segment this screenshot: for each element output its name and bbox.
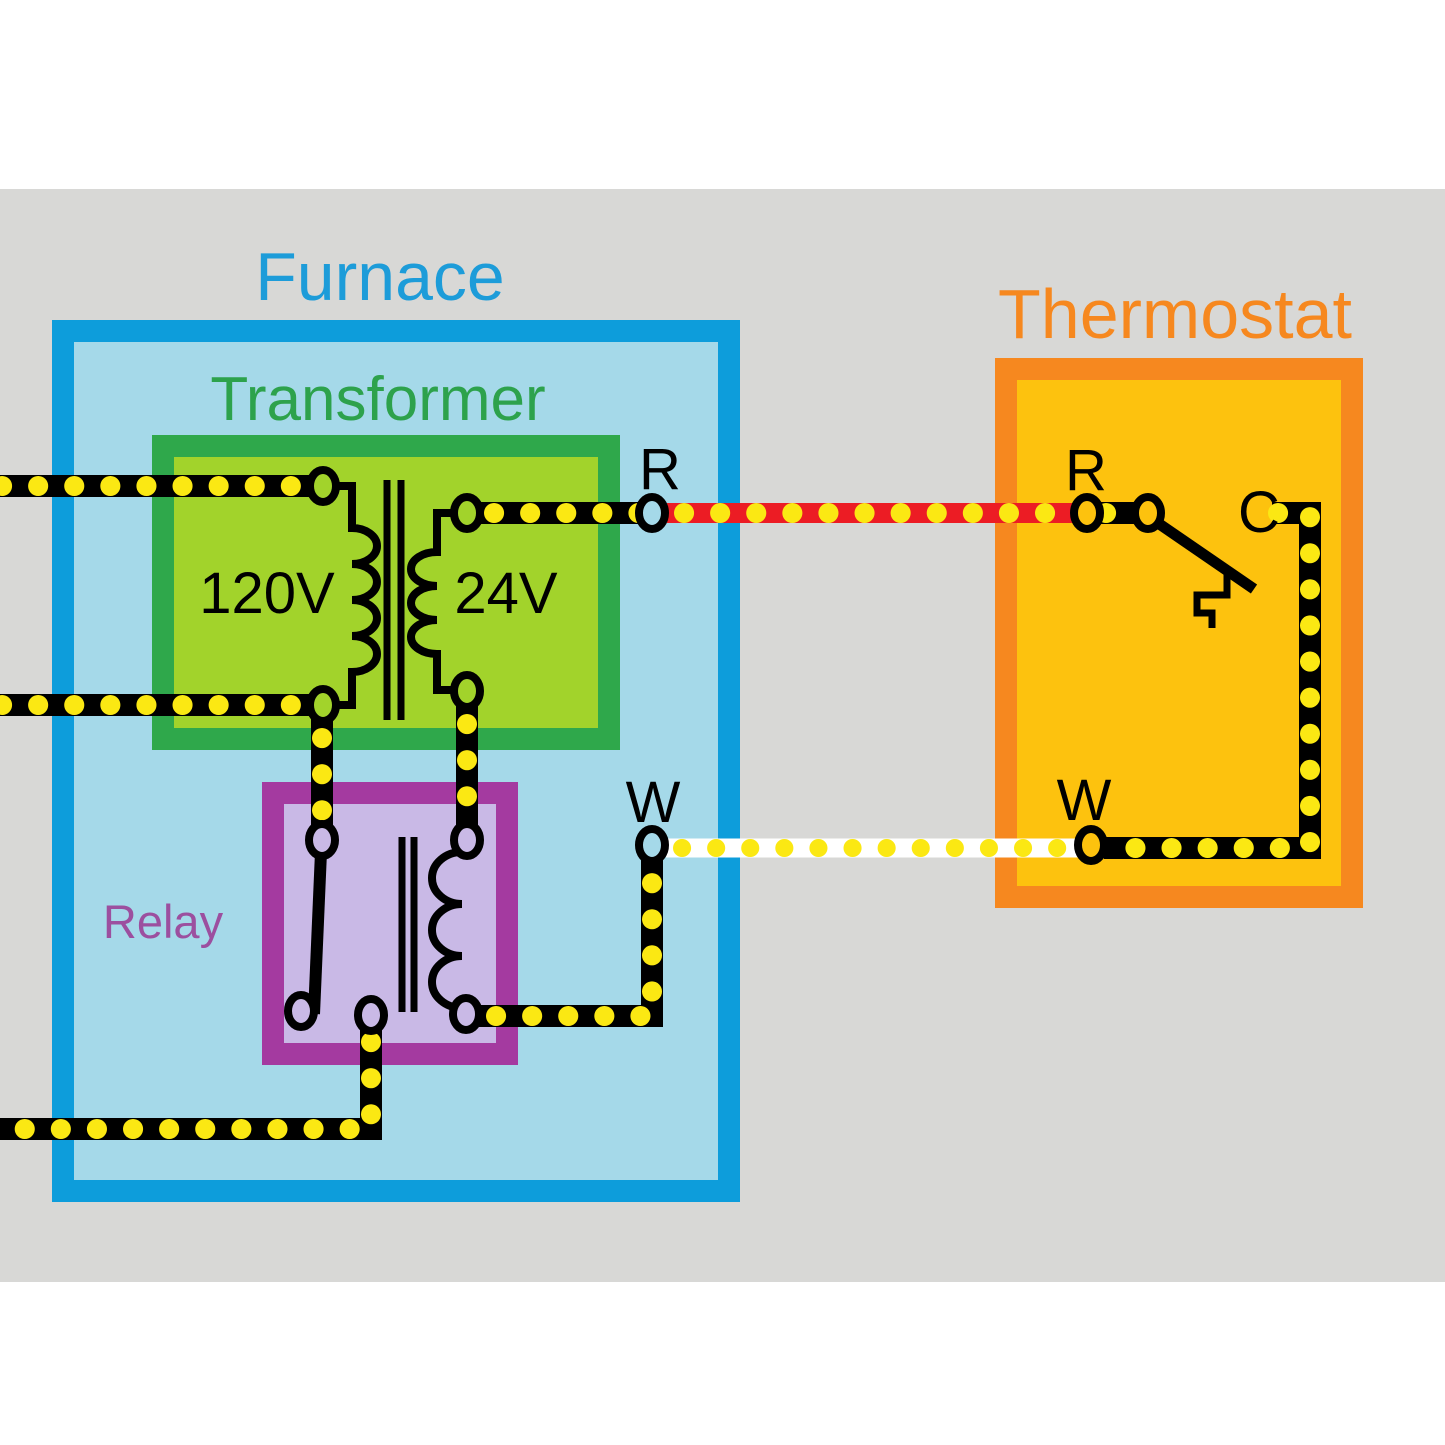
thermostat-switch-symbol (1151, 516, 1258, 628)
relay-coil-bottom-terminal (449, 994, 483, 1034)
primary-bottom-terminal (306, 685, 340, 725)
relay-core (398, 837, 418, 1012)
furnace-w-terminal (635, 825, 669, 865)
thermostat-switch-arm (1151, 516, 1258, 594)
thermostat-w-terminal (1074, 825, 1108, 865)
thermostat-r-label: R (1065, 438, 1107, 503)
secondary-coil (407, 509, 455, 694)
relay-label: Relay (103, 895, 224, 948)
relay-coil-to-w-wire (479, 850, 663, 1027)
thermostat-c-label: C (1238, 480, 1280, 545)
transformer-core (383, 480, 405, 720)
primary-top-terminal (306, 466, 340, 506)
furnace-r-terminal (635, 493, 669, 533)
secondary-voltage-label: 24V (454, 561, 558, 626)
secondary-bottom-terminal (450, 671, 484, 711)
thermostat-c-wire (1094, 502, 1321, 859)
transformer-label: Transformer (210, 365, 545, 434)
relay-switch-blade (308, 851, 327, 1015)
thermostat-w-label: W (1057, 768, 1112, 833)
thermostat-box (1017, 380, 1341, 886)
thermostat-label: Thermostat (998, 275, 1352, 353)
relay-coil-top-terminal (450, 820, 484, 860)
relay-symbol (308, 837, 469, 1015)
temperature-sensor-symbol (1193, 572, 1231, 628)
thermostat-r-terminal (1070, 493, 1104, 533)
secondary-top-terminal (450, 493, 484, 533)
thermostat-unit: Thermostat (995, 275, 1363, 908)
furnace-label: Furnace (255, 239, 504, 315)
thermostat-pivot-terminal (1131, 493, 1165, 533)
relay-coil (428, 844, 469, 1015)
wires (0, 475, 1321, 1140)
furnace-r-label: R (639, 437, 681, 502)
primary-coil (336, 482, 381, 709)
relay-contact-terminal (354, 995, 388, 1035)
terminal-labels: R W R C W (626, 437, 1280, 835)
relay-to-burner-wire (0, 1029, 382, 1140)
relay-switch-bottom-terminal (284, 991, 318, 1031)
terminals (284, 466, 1165, 1035)
transformer-symbol (336, 480, 455, 720)
furnace-w-label: W (626, 770, 681, 835)
primary-voltage-label: 120V (199, 561, 335, 626)
relay-switch-top-terminal (305, 820, 339, 860)
